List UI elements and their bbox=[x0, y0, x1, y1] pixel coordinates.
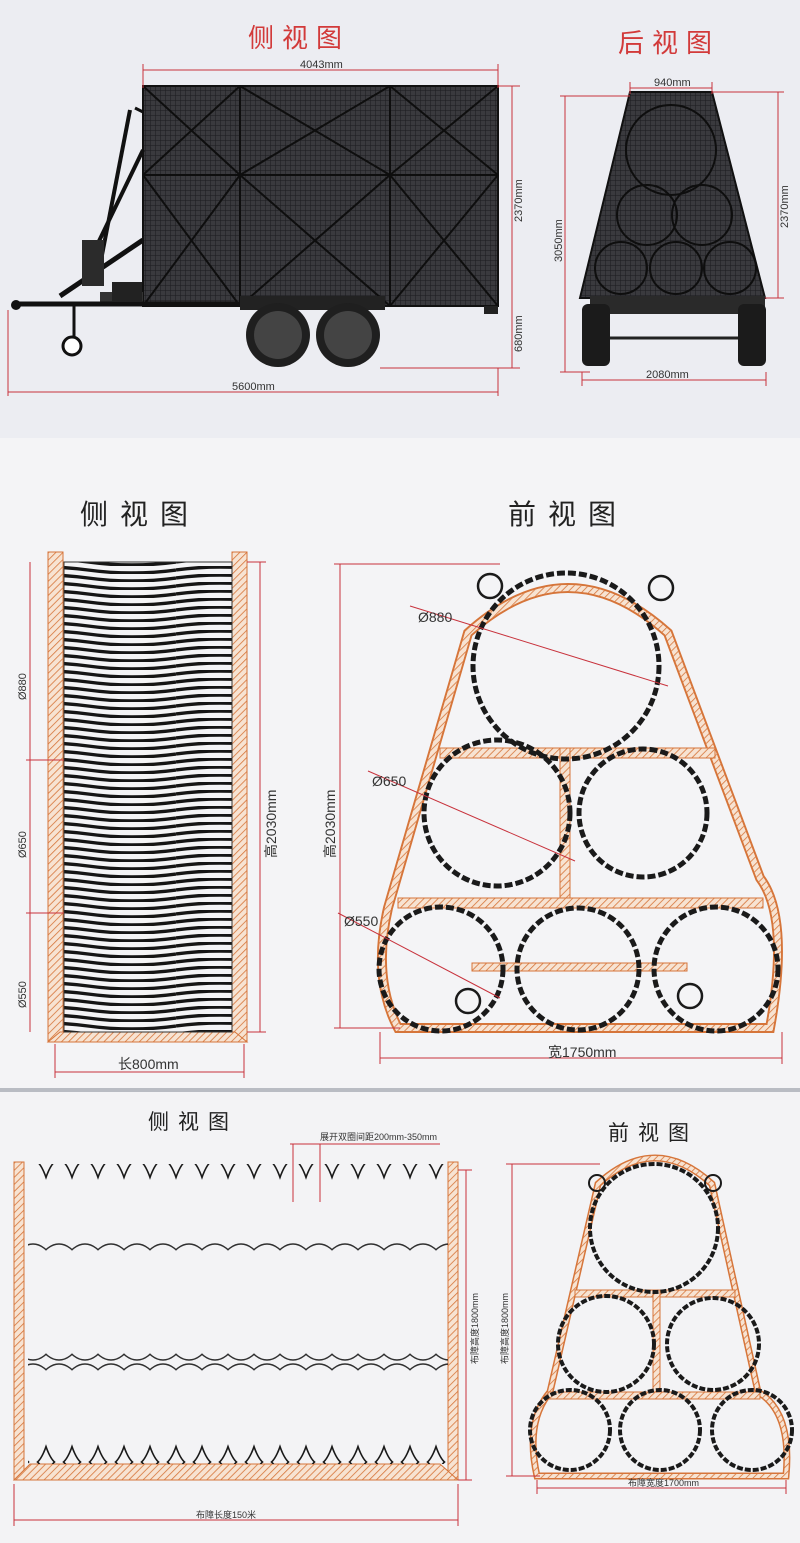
trailer-drawing-panel: 侧视图 后视图 bbox=[0, 0, 800, 438]
trailer-drawing: 侧视图 后视图 bbox=[7, 24, 791, 396]
dim-body-length: 4043mm bbox=[300, 59, 343, 71]
barrier-side-view bbox=[12, 1161, 460, 1481]
spool-side-dimension-lines bbox=[26, 561, 266, 1078]
barrier-front-view bbox=[528, 1154, 794, 1480]
dim-barrier-height-front: 布障高度1800mm bbox=[499, 1293, 510, 1364]
barrier-side-dimension-lines bbox=[13, 1143, 472, 1526]
dim-d880-side: Ø880 bbox=[17, 673, 29, 700]
dim-rear-height: 2370mm bbox=[779, 185, 791, 228]
spool-frame-drawing-panel: 侧视图 前视图 Ø880 Ø650 Ø550 高2030mm 长800mm bbox=[0, 438, 800, 1088]
dim-top-width: 940mm bbox=[654, 77, 691, 89]
trailer-side-view bbox=[11, 85, 499, 367]
dim-d650-front: Ø650 bbox=[372, 773, 406, 789]
spool-front-dimension-lines bbox=[334, 563, 783, 1064]
front-view-title: 前视图 bbox=[608, 1121, 698, 1145]
dim-d880-front: Ø880 bbox=[418, 609, 452, 625]
dim-body-height: 2370mm bbox=[513, 179, 525, 222]
dim-barrier-height-side: 布障高度1800mm bbox=[469, 1293, 480, 1364]
rear-view-dimension-lines bbox=[560, 82, 784, 386]
dim-d550-front: Ø550 bbox=[344, 913, 378, 929]
spool-front-view bbox=[376, 570, 783, 1034]
dim-d650-side: Ø650 bbox=[17, 831, 29, 858]
trailer-rear-view bbox=[578, 91, 767, 366]
dim-clearance: 680mm bbox=[513, 315, 525, 352]
side-view-title: 侧视图 bbox=[248, 24, 350, 54]
dim-barrier-length: 布障长度150米 bbox=[196, 1509, 256, 1520]
deployed-barrier-drawing: 侧视图 前视图 展开双圈间距200mm-350mm 布障高度1800mm 布障长… bbox=[12, 1110, 794, 1526]
dim-barrier-width: 布障宽度1700mm bbox=[628, 1477, 699, 1488]
dim-height-front: 高2030mm bbox=[322, 790, 338, 858]
side-view-title: 侧视图 bbox=[80, 498, 200, 531]
deployed-barrier-drawing-panel: 侧视图 前视图 展开双圈间距200mm-350mm 布障高度1800mm 布障长… bbox=[0, 1092, 800, 1543]
dim-length: 长800mm bbox=[118, 1056, 179, 1072]
barrier-front-dimension-lines bbox=[506, 1163, 787, 1494]
spool-frame-drawing: 侧视图 前视图 Ø880 Ø650 Ø550 高2030mm 长800mm bbox=[17, 498, 783, 1078]
dim-d550-side: Ø550 bbox=[17, 981, 29, 1008]
dim-width: 宽1750mm bbox=[548, 1044, 616, 1060]
side-view-title: 侧视图 bbox=[148, 1110, 238, 1134]
dim-height-side: 高2030mm bbox=[263, 790, 279, 858]
dim-coil-spacing: 展开双圈间距200mm-350mm bbox=[320, 1131, 437, 1142]
rear-view-title: 后视图 bbox=[618, 29, 720, 59]
side-view-dimension-lines bbox=[7, 64, 520, 396]
front-view-title: 前视图 bbox=[508, 498, 628, 531]
dim-track-width: 2080mm bbox=[646, 369, 689, 381]
dim-total-length: 5600mm bbox=[232, 381, 275, 393]
dim-total-height: 3050mm bbox=[553, 219, 565, 262]
spool-side-view bbox=[46, 551, 249, 1043]
